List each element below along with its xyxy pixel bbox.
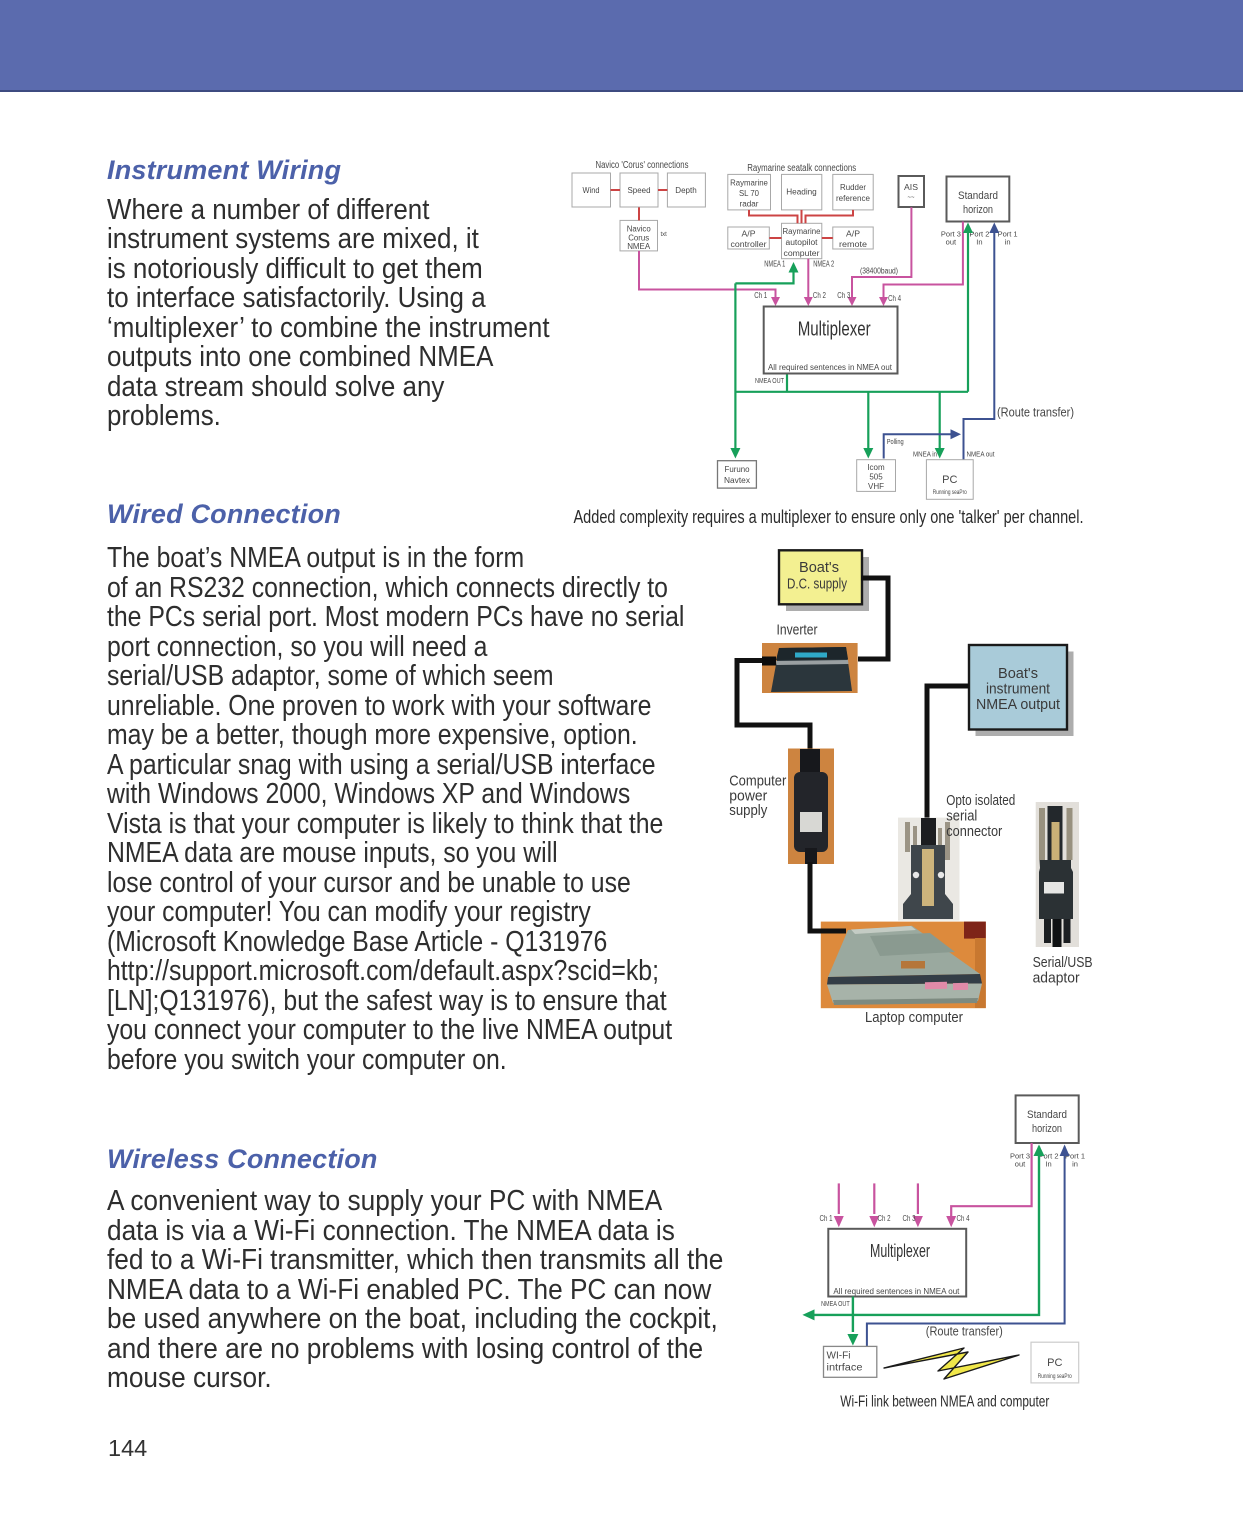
svg-text:radar: radar [740,200,759,209]
svg-text:Port 1: Port 1 [1065,1152,1085,1161]
svg-text:Ch 3: Ch 3 [903,1214,916,1223]
svg-text:supply: supply [729,802,767,819]
svg-text:Port 3: Port 3 [1010,1152,1030,1161]
svg-text:Navtex: Navtex [724,476,750,485]
svg-text:D.C. supply: D.C. supply [787,576,847,593]
svg-text:Ch 2: Ch 2 [813,291,826,300]
svg-text:AIS: AIS [904,183,918,192]
svg-text:Raymarine: Raymarine [730,179,768,188]
svg-text:txt: txt [661,232,668,238]
svg-text:PC: PC [1047,1357,1062,1369]
svg-text:Raymarine seatalk connections: Raymarine seatalk connections [747,163,856,174]
svg-text:Furuno: Furuno [725,465,751,474]
svg-text:A/P: A/P [742,230,756,239]
svg-text:NMEA OUT: NMEA OUT [755,378,785,385]
svg-text:NMEA: NMEA [627,242,651,251]
svg-text:A/P: A/P [846,230,860,239]
svg-text:NMEA 2: NMEA 2 [813,260,834,269]
svg-text:out: out [1015,1160,1026,1169]
svg-text:Heading: Heading [786,188,817,197]
svg-text:Boat's: Boat's [998,665,1038,682]
svg-text:All required sentences in NMEA: All required sentences in NMEA out [833,1287,960,1296]
svg-text:In: In [1045,1160,1051,1169]
svg-text:All required sentences in NMEA: All required sentences in NMEA out [768,363,893,372]
svg-text:reference: reference [836,194,871,203]
svg-text:Icom: Icom [867,463,885,472]
svg-text:Ch 1: Ch 1 [820,1214,833,1223]
svg-text:Port 2: Port 2 [969,230,989,239]
svg-text:Polling: Polling [887,437,904,446]
svg-text:Depth: Depth [675,186,697,195]
svg-text:Navico: Navico [627,225,652,234]
svg-text:horizon: horizon [963,204,993,216]
svg-text:horizon: horizon [1032,1123,1062,1135]
svg-text:VHF: VHF [868,482,884,491]
svg-text:Wi-Fi link between NMEA and co: Wi-Fi link between NMEA and computer [840,1394,1049,1411]
svg-text:adaptor: adaptor [1033,970,1080,987]
svg-text:Corus: Corus [628,234,649,243]
svg-text:power: power [729,787,767,804]
svg-text:Navico 'Corus' connections: Navico 'Corus' connections [596,160,689,171]
svg-text:Port 3: Port 3 [941,230,961,239]
svg-text:Ch 3: Ch 3 [837,291,850,300]
svg-text:instrument: instrument [986,681,1051,698]
svg-text:Opto isolated: Opto isolated [946,792,1015,809]
svg-text:(Route transfer): (Route transfer) [926,1325,1003,1339]
svg-text:Serial/USB: Serial/USB [1033,954,1093,971]
svg-text:(Route transfer): (Route transfer) [997,406,1074,420]
svg-text:connector: connector [946,823,1002,840]
svg-text:Port 2: Port 2 [1038,1152,1058,1161]
svg-text:Inverter: Inverter [777,622,818,639]
svg-text:505: 505 [869,473,883,482]
svg-text:computer: computer [784,249,820,258]
svg-text:intrface: intrface [827,1363,863,1374]
svg-text:NMEA out: NMEA out [967,450,996,459]
svg-text:SL 70: SL 70 [739,189,760,198]
svg-text:Standard: Standard [958,190,998,202]
svg-text:Ch 4: Ch 4 [888,294,901,303]
svg-text:PC: PC [942,474,957,486]
svg-text:Raymarine: Raymarine [783,227,822,236]
svg-text:MNEA in: MNEA in [913,450,937,459]
svg-text:Computer: Computer [729,773,786,790]
svg-text:controller: controller [731,240,767,249]
svg-text:In: In [976,238,982,247]
svg-text:NMEA OUT: NMEA OUT [821,1301,850,1308]
svg-text:Boat's: Boat's [799,559,839,576]
svg-text:Wind: Wind [583,186,600,195]
svg-text:Multiplexer: Multiplexer [870,1241,930,1261]
svg-text:(38400baud): (38400baud) [860,267,898,276]
svg-text:Port 1: Port 1 [998,230,1018,239]
svg-text:autopilot: autopilot [786,238,819,247]
svg-text:remote: remote [839,240,868,249]
svg-text:NMEA 1: NMEA 1 [764,260,785,269]
svg-text:WI-Fi: WI-Fi [827,1351,851,1362]
svg-text:Standard: Standard [1027,1109,1067,1121]
svg-text:in: in [1005,238,1011,247]
svg-text:~~: ~~ [907,195,915,201]
svg-text:Rudder: Rudder [840,183,866,192]
svg-text:Speed: Speed [628,186,651,195]
svg-text:Laptop computer: Laptop computer [865,1009,963,1026]
svg-text:Ch 2: Ch 2 [878,1214,891,1223]
svg-text:Running seaPro: Running seaPro [1038,1374,1073,1380]
svg-text:Ch 4: Ch 4 [957,1214,970,1223]
svg-text:Running seaPro: Running seaPro [933,490,968,496]
svg-text:in: in [1072,1160,1078,1169]
svg-text:Ch 1: Ch 1 [754,291,767,300]
svg-text:Added complexity requires a mu: Added complexity requires a multiplexer … [574,507,1084,527]
svg-text:serial: serial [946,808,977,825]
svg-text:NMEA output: NMEA output [976,696,1061,713]
svg-text:Multiplexer: Multiplexer [798,318,871,340]
svg-text:out: out [946,238,957,247]
